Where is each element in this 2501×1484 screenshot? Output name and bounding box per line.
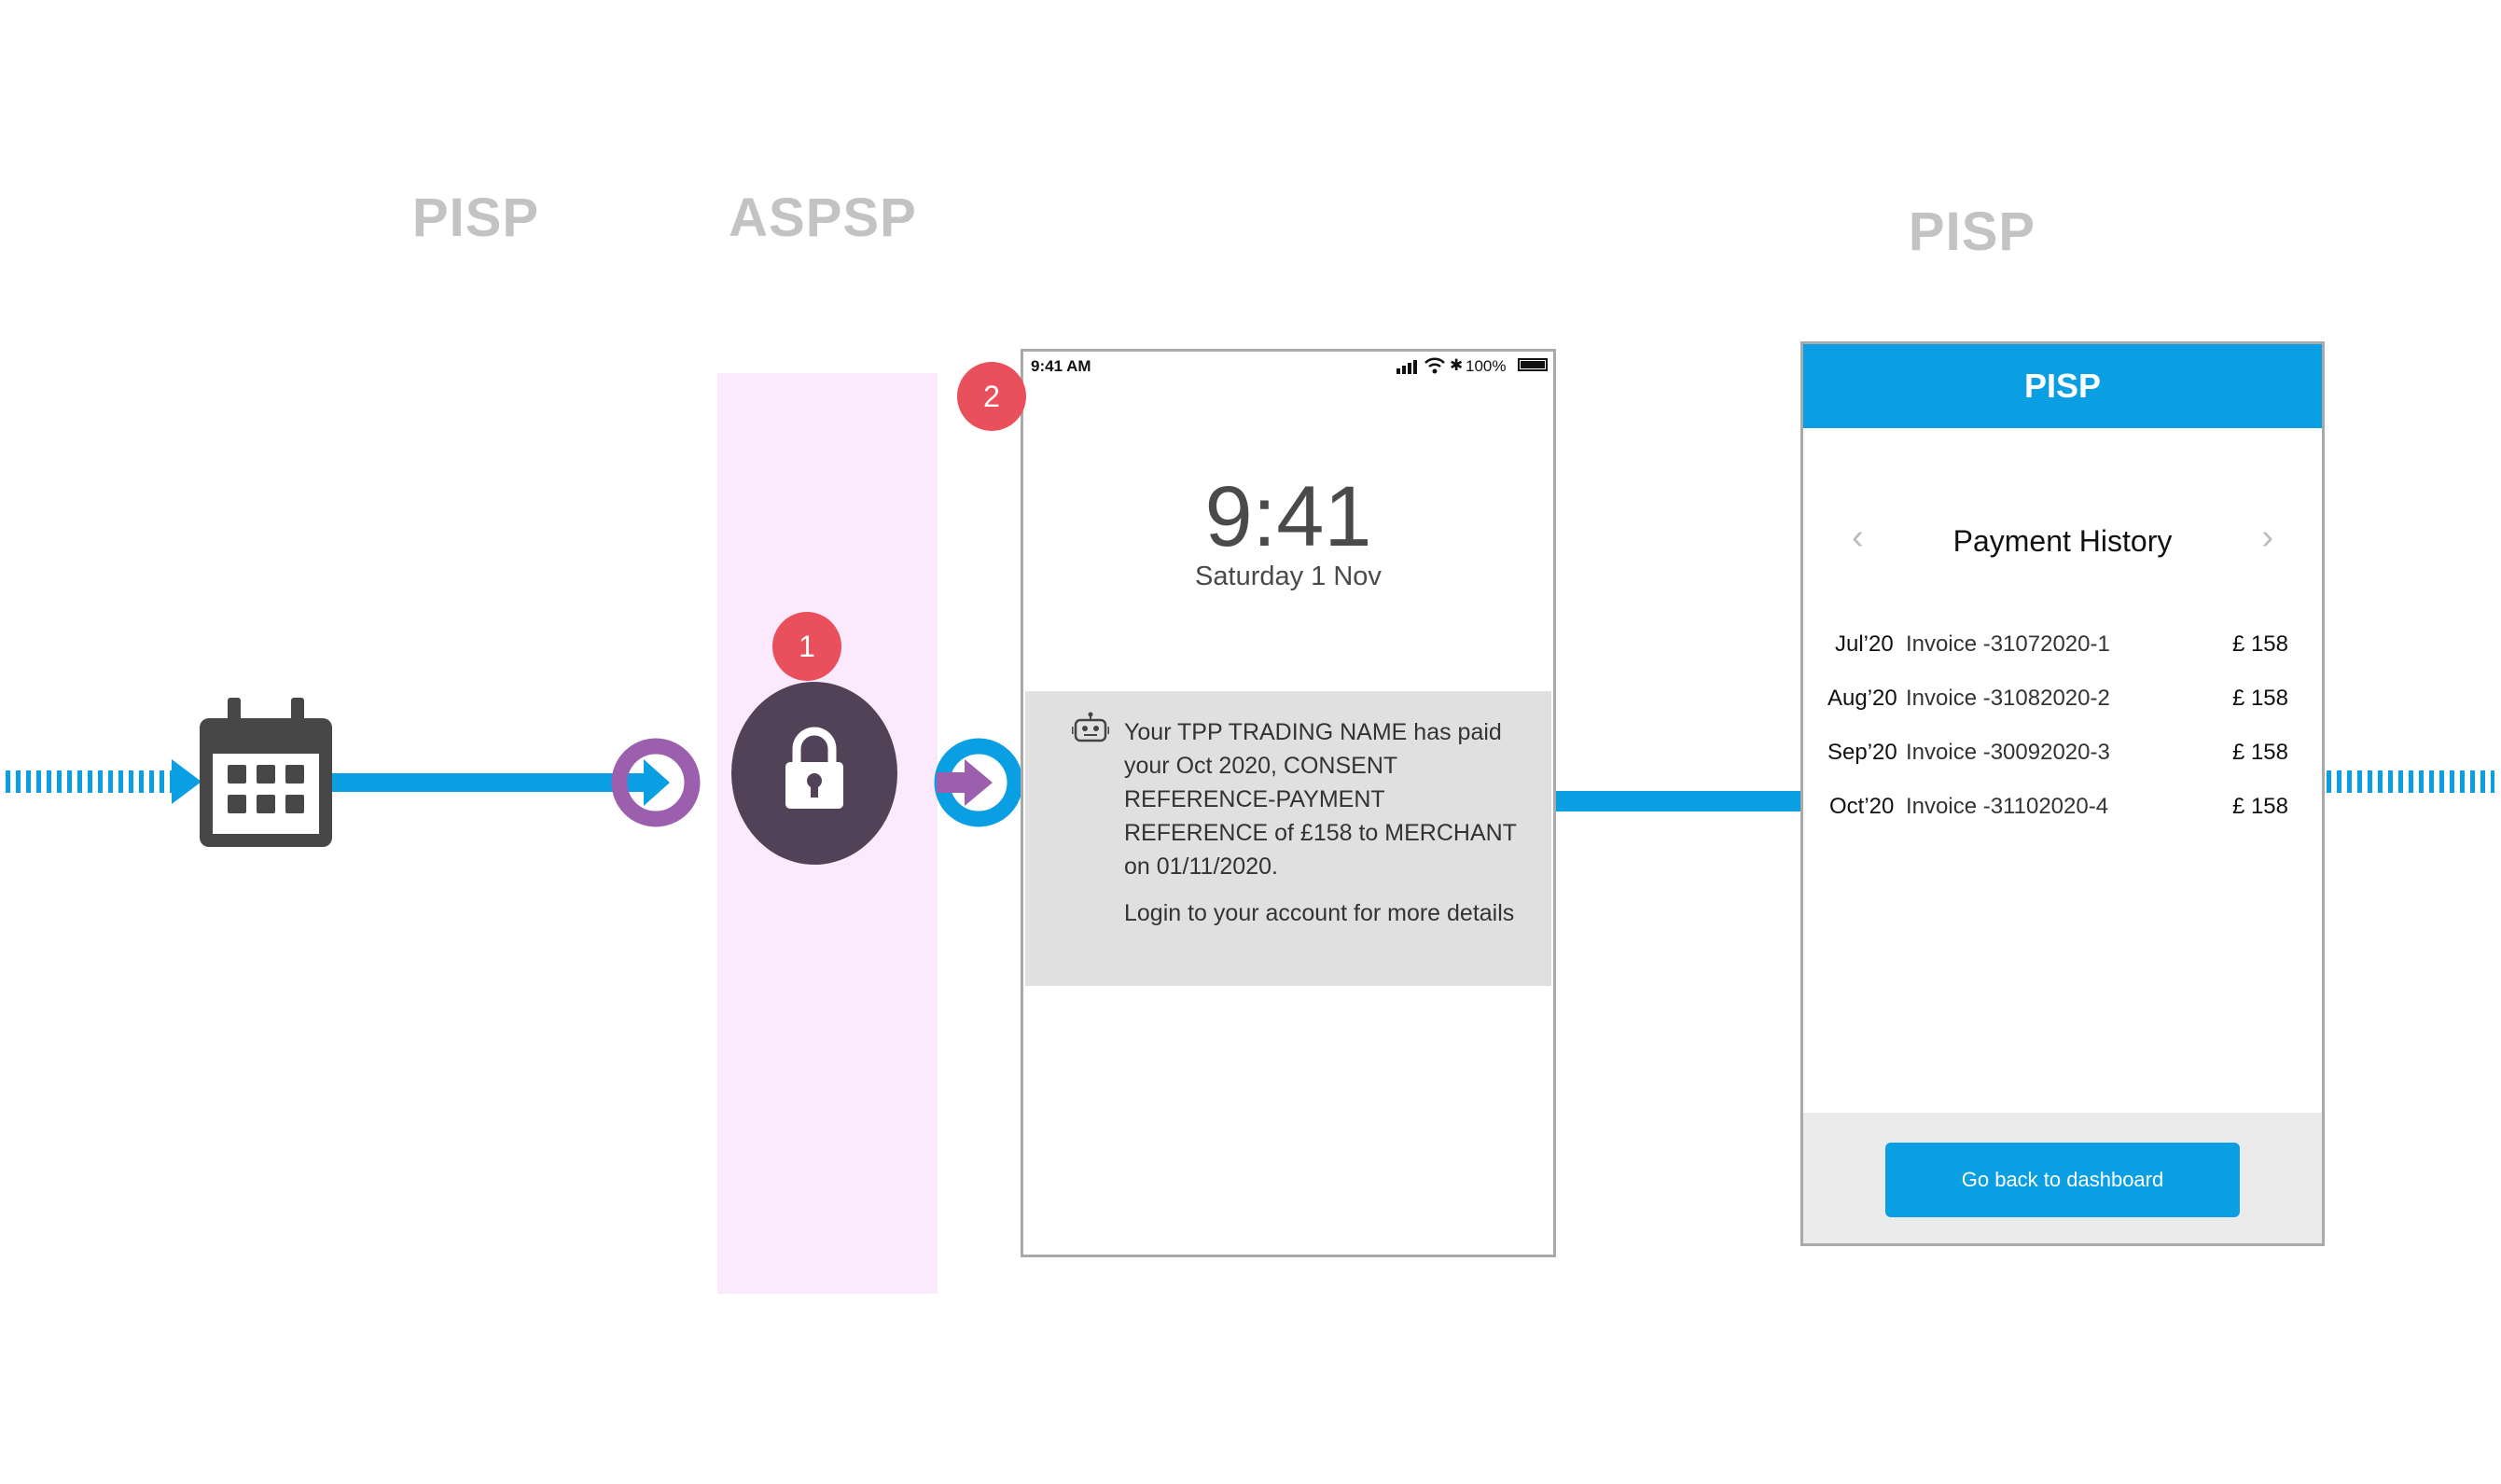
step-badge-2: 2 (957, 362, 1026, 431)
pisp-payment-history-screen: PISP ‹ Payment History › Jul’20 Invoice … (1800, 341, 2325, 1246)
payment-notification[interactable]: Your TPP TRADING NAME has paid your Oct … (1025, 691, 1551, 986)
payment-month: Jul’20 (1835, 631, 1894, 657)
wifi-icon (1424, 357, 1445, 374)
lock-screen-time: 9:41 (1204, 469, 1372, 564)
payment-month: Aug’20 (1827, 686, 1897, 711)
chevron-left-icon[interactable]: ‹ (1852, 518, 1864, 557)
notification-line-3: REFERENCE-PAYMENT (1124, 786, 1385, 812)
pisp-app-header: PISP (1803, 344, 2322, 428)
phone-lock-screen: 9:41 AM ✱ 100% 9:41 Saturday 1 Nov (1021, 349, 1556, 1257)
flow-dashed-line-right (2327, 770, 2494, 793)
notification-line-2: your Oct 2020, CONSENT (1124, 753, 1398, 779)
payment-amount: £ 158 (2231, 631, 2288, 657)
aspsp-entry-connector-icon (611, 738, 701, 827)
phone-entry-connector-icon (934, 738, 1023, 827)
payment-invoice: Invoice -30092020-3 (1906, 740, 2110, 765)
payment-invoice: Invoice -31082020-2 (1906, 686, 2110, 711)
flow-line-calendar-to-aspsp (332, 773, 659, 792)
notification-line-4: REFERENCE of £158 to MERCHANT (1124, 820, 1517, 846)
payment-row[interactable]: Oct’20 Invoice -31102020-4 £ 158 (1803, 794, 2322, 831)
notification-line-1: Your TPP TRADING NAME has paid (1124, 719, 1502, 745)
payment-month: Oct’20 (1829, 794, 1895, 819)
phone-status-bar: 9:41 AM ✱ 100% (1023, 352, 1553, 385)
header-pisp-left: PISP (411, 187, 540, 248)
calendar-icon (200, 698, 332, 847)
signal-icon (1396, 360, 1417, 374)
flow-line-phone-to-pisp (1556, 791, 1800, 811)
payment-amount: £ 158 (2231, 686, 2288, 711)
notification-line-6: Login to your account for more details (1124, 900, 1515, 926)
robot-icon (1072, 712, 1109, 742)
aspsp-lock (731, 682, 897, 865)
payment-amount: £ 158 (2231, 794, 2288, 819)
flow-arrowhead-left (172, 759, 201, 804)
battery-icon (1518, 358, 1548, 371)
payment-row[interactable]: Jul’20 Invoice -31072020-1 £ 158 (1803, 631, 2322, 669)
step-badge-1: 1 (772, 612, 841, 681)
payment-month: Sep’20 (1827, 740, 1897, 765)
go-back-to-dashboard-button[interactable]: Go back to dashboard (1885, 1143, 2240, 1217)
chevron-right-icon[interactable]: › (2261, 518, 2273, 557)
bluetooth-icon: ✱ (1450, 356, 1464, 374)
payment-invoice: Invoice -31072020-1 (1906, 631, 2110, 657)
padlock-icon (785, 727, 843, 809)
pisp-footer: Go back to dashboard (1803, 1113, 2322, 1243)
battery-percent: 100% (1466, 357, 1507, 375)
lock-screen-date: Saturday 1 Nov (1195, 562, 1382, 591)
notification-line-5: on 01/11/2020. (1124, 853, 1278, 880)
flow-dashed-line-left (6, 770, 174, 793)
payment-invoice: Invoice -31102020-4 (1906, 794, 2109, 819)
header-aspsp: ASPSP (729, 187, 917, 248)
payment-row[interactable]: Sep’20 Invoice -30092020-3 £ 158 (1803, 740, 2322, 777)
status-time: 9:41 AM (1031, 357, 1091, 375)
payment-amount: £ 158 (2231, 740, 2288, 765)
header-pisp-right: PISP (1908, 201, 2036, 262)
payment-row[interactable]: Aug’20 Invoice -31082020-2 £ 158 (1803, 686, 2322, 723)
payment-history-title: Payment History (1952, 524, 2173, 558)
